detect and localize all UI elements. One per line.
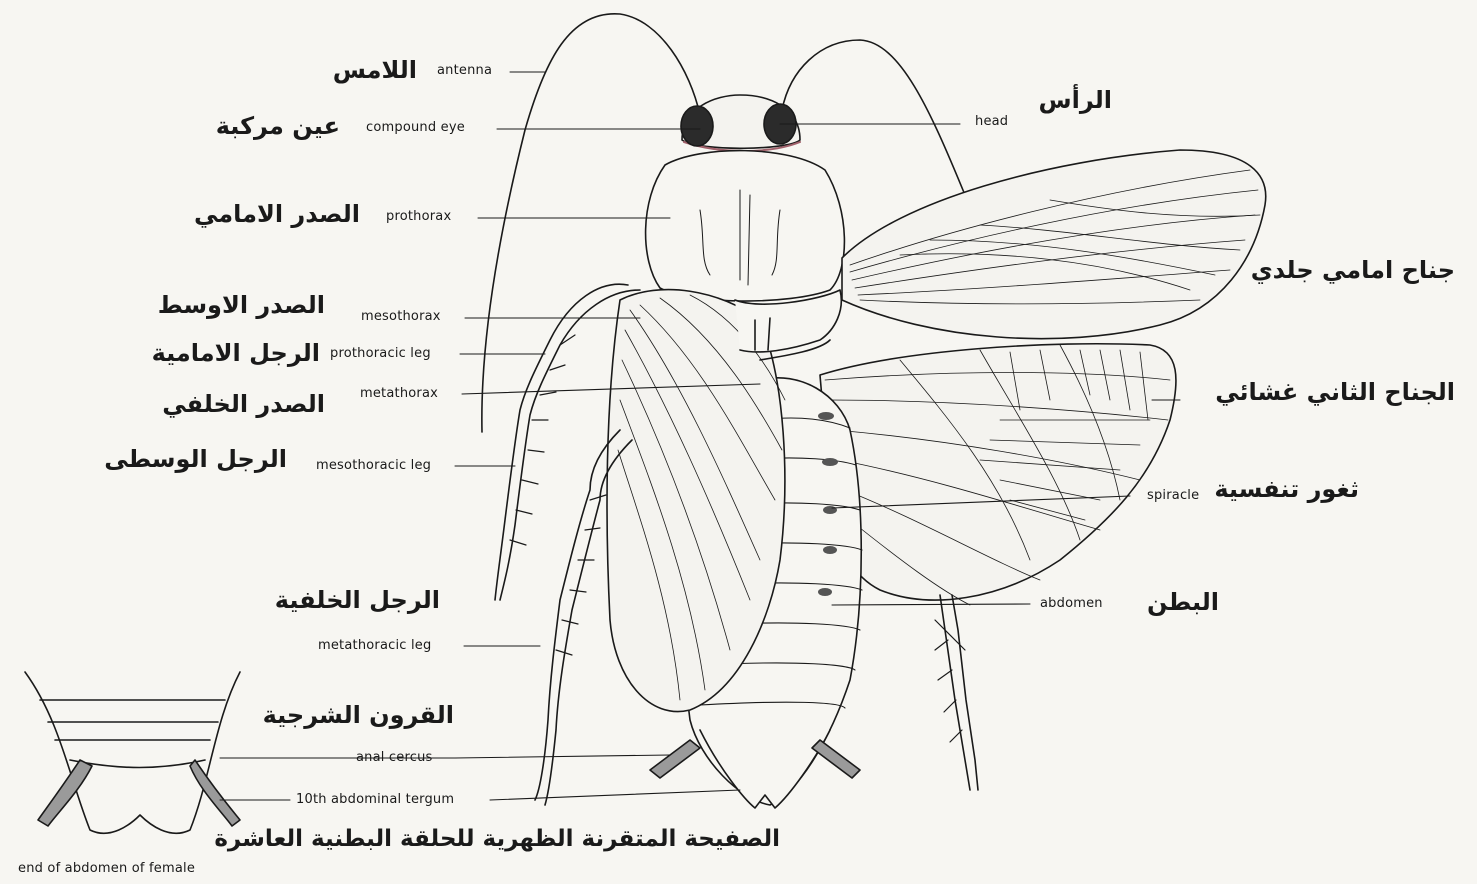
- label-spiracle-ar: ثغور تنفسية: [1214, 477, 1359, 501]
- label-mesothorax-ar: الصدر الاوسط: [158, 293, 325, 317]
- label-head-ar: الرأس: [1038, 88, 1112, 112]
- label-anal-cercus-ar: القرون الشرجية: [263, 703, 454, 727]
- label-antenna-ar: اللامس: [333, 58, 417, 82]
- label-prothorax-en: prothorax: [386, 210, 451, 223]
- label-tergum-en: 10th abdominal tergum: [296, 793, 454, 806]
- label-female-end-en: end of abdomen of female: [18, 862, 195, 875]
- label-spiracle-en: spiracle: [1147, 489, 1199, 502]
- label-prothoracic-leg-ar: الرجل الامامية: [152, 341, 320, 365]
- label-mesothoracic-leg-en: mesothoracic leg: [316, 459, 431, 472]
- label-mesothorax-en: mesothorax: [361, 310, 441, 323]
- left-anal-cercus: [650, 740, 700, 778]
- label-mesothoracic-leg-ar: الرجل الوسطى: [104, 447, 287, 471]
- pronotum: [646, 151, 845, 301]
- label-head-en: head: [975, 115, 1008, 128]
- label-abdomen-ar: البطن: [1147, 590, 1219, 614]
- label-metathoracic-leg-ar: الرجل الخلفية: [275, 588, 440, 612]
- right-forewing: [842, 150, 1266, 339]
- label-tergum-ar: الصفيحة المتقرنة الظهرية للحلقة البطنية …: [214, 828, 780, 851]
- label-forewing-ar: جناح امامي جلدي: [1251, 258, 1455, 282]
- label-antenna-en: antenna: [437, 64, 492, 77]
- label-prothorax-ar: الصدر الامامي: [194, 202, 360, 226]
- left-compound-eye: [681, 106, 713, 146]
- label-anal-cercus-en: anal cercus: [356, 751, 432, 764]
- label-prothoracic-leg-en: prothoracic leg: [330, 347, 431, 360]
- label-hindwing-ar: الجناح الثاني غشائي: [1215, 380, 1455, 404]
- label-metathoracic-leg-en: metathoracic leg: [318, 639, 431, 652]
- label-metathorax-en: metathorax: [360, 387, 438, 400]
- label-compound-eye-en: compound eye: [366, 121, 465, 134]
- label-metathorax-ar: الصدر الخلفي: [162, 392, 325, 416]
- label-abdomen-en: abdomen: [1040, 597, 1103, 610]
- label-compound-eye-ar: عين مركبة: [216, 114, 340, 138]
- right-anal-cercus: [812, 740, 860, 778]
